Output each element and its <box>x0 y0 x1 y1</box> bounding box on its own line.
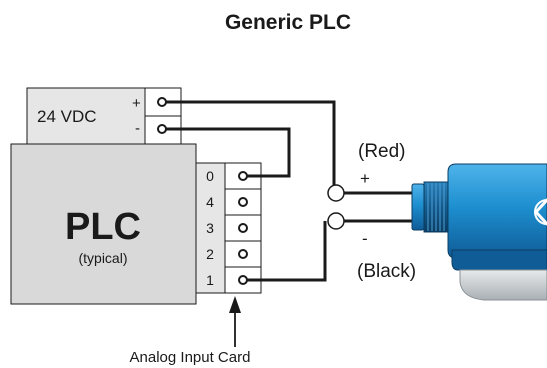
wiring <box>166 100 414 282</box>
terminal-label: 4 <box>206 194 214 210</box>
power-minus-terminal <box>157 124 167 134</box>
input-terminal <box>238 249 248 259</box>
input-card-arrow <box>229 296 241 347</box>
black-wire-junction <box>327 212 345 230</box>
sensor-cap <box>459 269 547 301</box>
sensor-logo-icon <box>534 198 547 226</box>
black-wire-label: (Black) <box>357 261 416 282</box>
plc-unit: PLC (typical) <box>10 143 197 305</box>
red-wire-sign: + <box>360 169 370 188</box>
input-terminal <box>238 197 248 207</box>
sensor-connector <box>411 183 425 231</box>
black-wire-sign: - <box>362 229 368 248</box>
input-terminal <box>238 275 248 285</box>
red-wire-label: (Red) <box>358 141 406 162</box>
terminal-label: 3 <box>206 220 214 236</box>
level-sensor <box>411 163 547 301</box>
sensor-logo-ring-icon <box>534 199 547 225</box>
sensor-base <box>451 249 547 271</box>
power-plus-sign: + <box>132 95 141 112</box>
plc-name: PLC <box>65 206 141 248</box>
wire-power-minus <box>166 127 291 178</box>
terminal-label: 2 <box>206 246 214 262</box>
input-card-caption: Analog Input Card <box>130 349 251 366</box>
power-supply: 24 VDC + - <box>26 87 182 145</box>
sensor-body <box>447 163 547 259</box>
wire-input-1 <box>247 221 327 282</box>
terminal-label: 1 <box>206 272 214 288</box>
power-plus-terminal <box>157 97 167 107</box>
input-terminal <box>238 171 248 181</box>
wire-power-plus <box>166 100 336 186</box>
arrow-up-icon <box>229 296 241 313</box>
input-terminal <box>238 223 248 233</box>
power-minus-sign: - <box>135 120 140 137</box>
diagram-title: Generic PLC <box>225 11 351 34</box>
red-wire-junction <box>327 184 345 202</box>
power-supply-label: 24 VDC <box>37 107 97 126</box>
plc-box <box>10 143 197 305</box>
plc-subtitle: (typical) <box>78 250 127 266</box>
sensor-thread-lines <box>427 183 445 231</box>
analog-input-card: 0 4 3 2 1 <box>195 162 262 294</box>
terminal-label: 0 <box>206 168 214 184</box>
